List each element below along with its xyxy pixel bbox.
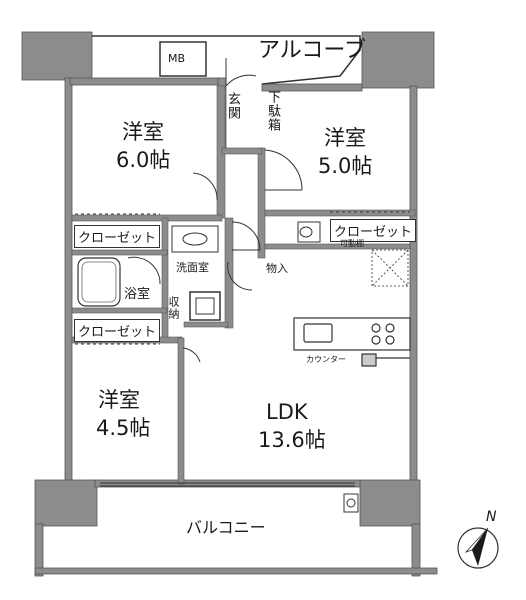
closet-2-label: クローゼット <box>330 219 417 242</box>
compass-icon <box>457 527 499 569</box>
bathtub <box>77 257 121 307</box>
entrance-label: 玄関 <box>225 92 240 120</box>
storage-label: 収納 <box>167 296 180 320</box>
counter-label: カウンター <box>306 355 346 364</box>
western-room-3-size: 4.5帖 <box>96 416 151 440</box>
shoe-box-label: 下駄箱 <box>265 90 280 132</box>
balcony-label: バルコニー <box>186 518 266 537</box>
closet-doors <box>75 211 410 345</box>
western-room-3-name: 洋室 <box>98 388 140 412</box>
movable-shelf-label: 可動棚 <box>340 239 364 248</box>
western-room-1-size: 6.0帖 <box>116 148 171 172</box>
fridge-space <box>371 249 409 287</box>
alcove-label: アルコーブ <box>258 38 367 63</box>
washing-pan <box>189 291 221 321</box>
kitchen-counter <box>293 317 411 367</box>
closet-1-label: クローゼット <box>74 225 161 248</box>
western-room-2-size: 5.0帖 <box>318 154 373 178</box>
closet-3-label: クローゼット <box>74 319 161 342</box>
toilet <box>297 221 321 243</box>
bath-label: 浴室 <box>124 287 151 302</box>
mb-label: MB <box>168 52 186 65</box>
washroom-label: 洗面室 <box>176 261 209 274</box>
doors <box>127 58 303 363</box>
storage-room-label: 物入 <box>266 262 288 275</box>
wash-basin <box>171 225 219 253</box>
western-room-2-name: 洋室 <box>324 126 366 150</box>
alcove-outline <box>92 35 361 85</box>
compass-n-label: N <box>486 509 497 525</box>
ldk-size: 13.6帖 <box>258 428 326 452</box>
ldk-name: LDK <box>266 400 308 424</box>
western-room-1-name: 洋室 <box>122 120 164 144</box>
